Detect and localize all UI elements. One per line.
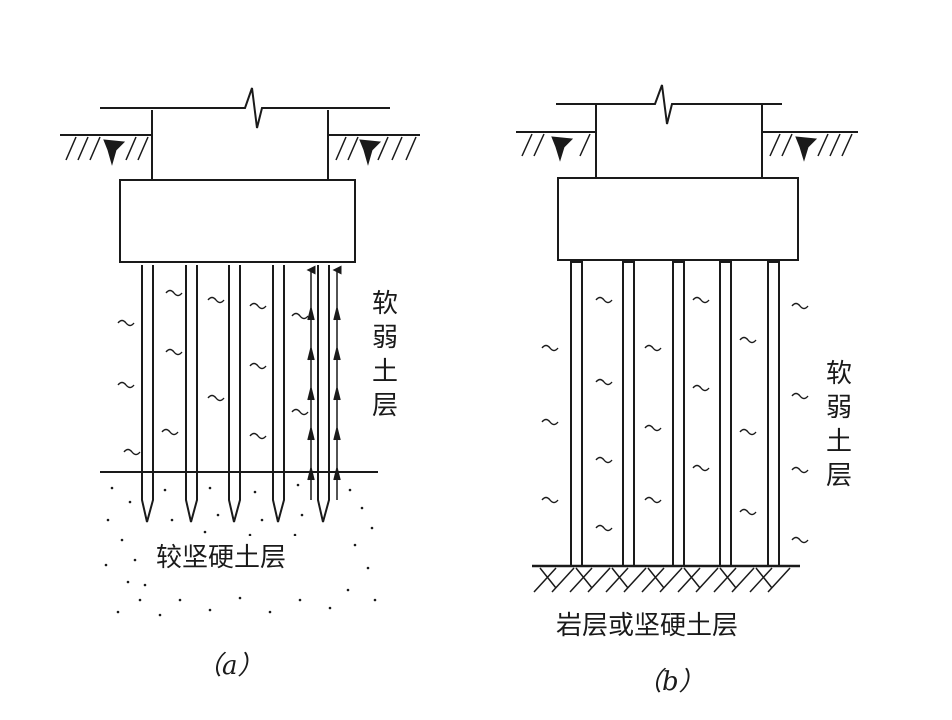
pile-b-3	[672, 261, 685, 567]
soft-layer-label-a-2: 弱	[372, 323, 398, 353]
piles-b	[570, 261, 780, 567]
pile-b-5	[767, 261, 780, 567]
ground-surface-b	[516, 131, 858, 162]
soft-layer-label-a-3: 土	[372, 357, 398, 387]
caption-a: （a）	[196, 651, 264, 681]
soft-soil-marks-b	[541, 296, 809, 544]
friction-arrows-a	[306, 265, 342, 500]
pile-a-4	[272, 265, 285, 523]
column-b	[556, 84, 782, 178]
piles-a	[141, 265, 330, 523]
panel-b	[516, 84, 858, 593]
soft-layer-label-b-4: 层	[826, 461, 852, 491]
hard-layer-label-a: 较坚硬土层	[156, 543, 286, 573]
column-a	[100, 87, 390, 180]
pile-a-3	[228, 265, 241, 523]
bearing-layer-hatch-b	[533, 567, 791, 593]
caption-b: （b）	[636, 667, 705, 697]
hard-soil-stipple-a	[104, 483, 377, 617]
bearing-layer-label-b: 岩层或坚硬土层	[556, 611, 738, 641]
pile-cap-b	[557, 177, 799, 261]
panel-a	[60, 87, 420, 617]
soft-layer-label-a-1: 软	[372, 289, 398, 319]
pile-a-2	[185, 265, 198, 523]
soft-layer-label-b-1: 软	[826, 359, 852, 389]
soft-layer-label-b-2: 弱	[826, 393, 852, 423]
pile-a-1	[141, 265, 154, 523]
pile-b-4	[719, 261, 732, 567]
soft-layer-label-b: 软 弱 土 层	[826, 359, 852, 491]
soft-layer-label-b-3: 土	[826, 427, 852, 457]
ground-surface-a	[60, 134, 420, 166]
pile-cap-a	[119, 179, 356, 263]
soft-soil-marks-a	[117, 289, 309, 456]
pile-b-2	[622, 261, 635, 567]
hard-layer-label-bg	[152, 536, 327, 576]
pile-a-5	[317, 265, 330, 523]
soft-layer-label-a: 软 弱 土 层	[372, 289, 398, 421]
soft-layer-label-a-4: 层	[372, 391, 398, 421]
pile-b-1	[570, 261, 583, 567]
